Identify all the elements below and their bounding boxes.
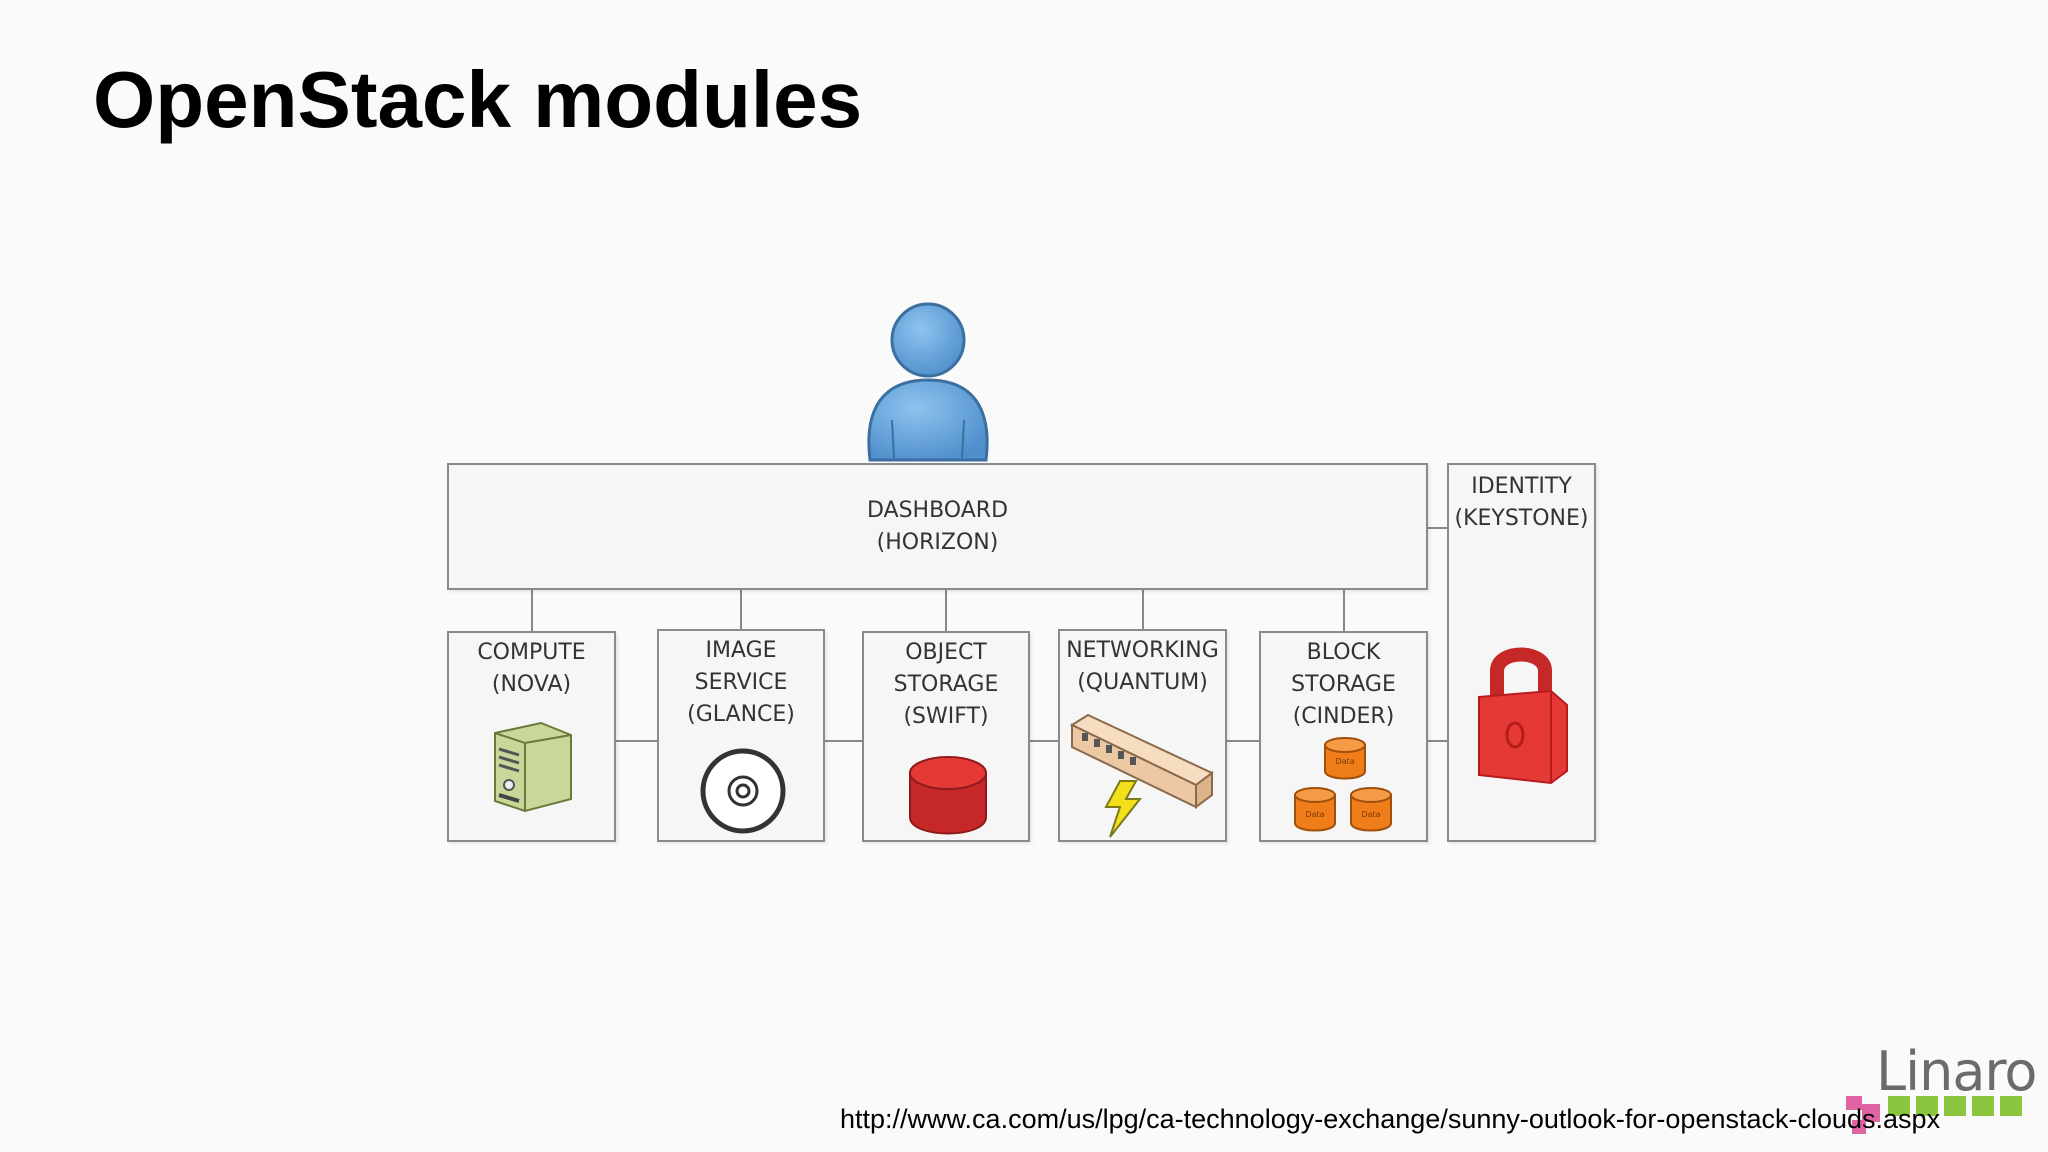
networking-box: NETWORKING (QUANTUM)	[1058, 629, 1227, 842]
image-service-box: IMAGE SERVICE (GLANCE)	[657, 629, 825, 842]
data-tag-top: Data	[1335, 757, 1354, 766]
object-storage-label: OBJECT STORAGE (SWIFT)	[893, 640, 999, 729]
data-tag-left: Data	[1305, 810, 1324, 819]
data-stack-icon: Data Data Data	[1294, 737, 1392, 832]
disc-icon	[700, 748, 786, 834]
linaro-wordmark: Linaro	[1876, 1040, 2037, 1103]
identity-box: IDENTITY (KEYSTONE)	[1447, 463, 1596, 842]
data-tag-right: Data	[1361, 810, 1380, 819]
cylinder-icon	[909, 756, 987, 835]
block-storage-label: BLOCK STORAGE (CINDER)	[1291, 640, 1396, 729]
dashboard-box: DASHBOARD (HORIZON)	[447, 463, 1428, 590]
image-service-label: IMAGE SERVICE (GLANCE)	[687, 638, 795, 727]
source-url[interactable]: http://www.ca.com/us/lpg/ca-technology-e…	[840, 1104, 1941, 1134]
slide-title: OpenStack modules	[93, 55, 863, 144]
linaro-logo: Linaro	[1840, 1040, 2040, 1140]
compute-box: COMPUTE (NOVA)	[447, 631, 616, 842]
linaro-squares-icon	[1846, 1096, 2022, 1134]
networking-label: NETWORKING (QUANTUM)	[1066, 638, 1219, 695]
dashboard-label: DASHBOARD (HORIZON)	[866, 498, 1009, 555]
object-storage-box: OBJECT STORAGE (SWIFT)	[862, 631, 1030, 842]
padlock-icon	[1478, 647, 1568, 785]
user-icon	[867, 302, 989, 462]
block-storage-box: BLOCK STORAGE (CINDER) Data Data Data	[1259, 631, 1428, 842]
identity-label: IDENTITY (KEYSTONE)	[1454, 474, 1589, 531]
network-switch-icon	[1069, 713, 1214, 838]
compute-label: COMPUTE (NOVA)	[477, 640, 586, 697]
server-icon	[494, 721, 572, 813]
